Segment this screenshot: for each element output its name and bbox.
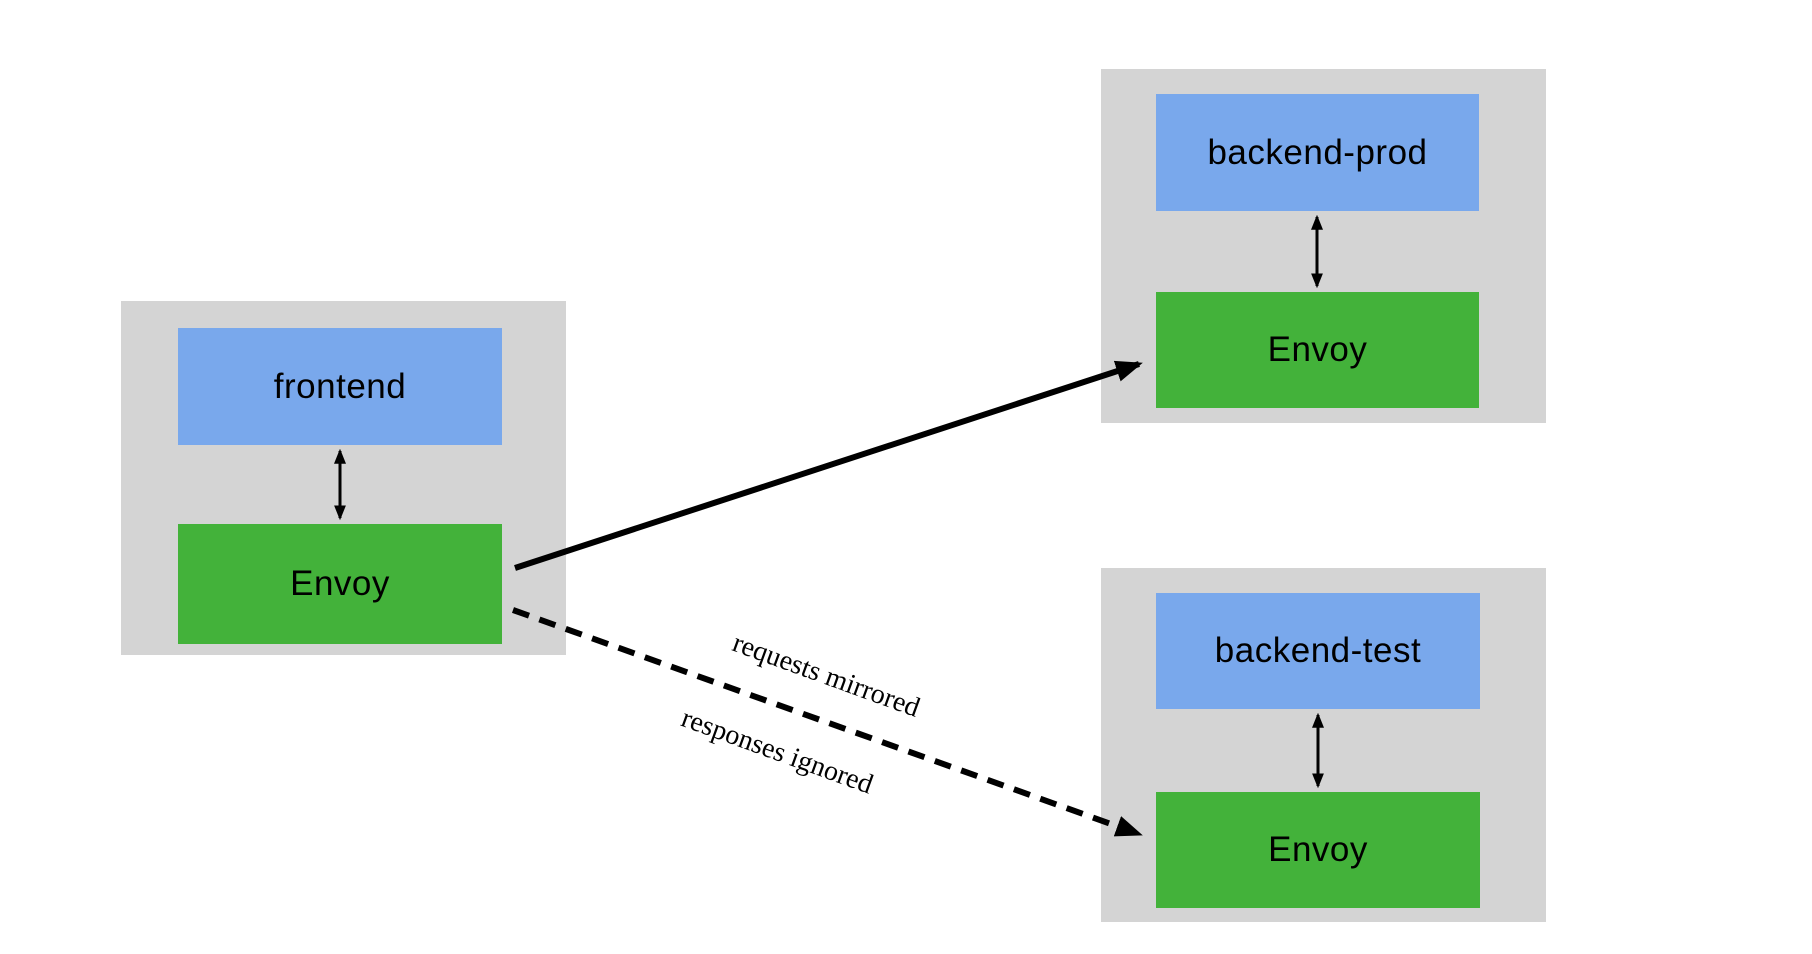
frontend-envoy-box: Envoy bbox=[178, 524, 502, 644]
backend-prod-envoy-box: Envoy bbox=[1156, 292, 1479, 408]
frontend-app-box: frontend bbox=[178, 328, 502, 445]
frontend-envoy-label: Envoy bbox=[290, 564, 390, 603]
backend-test-envoy-label: Envoy bbox=[1268, 830, 1368, 869]
primary-traffic-arrow bbox=[514, 360, 1143, 571]
pod-backend-prod: backend-prod Envoy bbox=[1101, 69, 1546, 423]
backend-test-app-box: backend-test bbox=[1156, 593, 1480, 709]
backend-prod-envoy-label: Envoy bbox=[1267, 330, 1368, 369]
mirror-responses-label: responses ignored bbox=[677, 702, 878, 801]
pod-frontend: frontend Envoy bbox=[121, 301, 566, 655]
backend-test-app-label: backend-test bbox=[1214, 631, 1422, 670]
mirror-traffic-arrow bbox=[511, 607, 1143, 837]
frontend-app-label: frontend bbox=[273, 366, 407, 406]
backend-prod-app-box: backend-prod bbox=[1156, 94, 1479, 211]
mirror-requests-label: requests mirrored bbox=[728, 627, 924, 724]
backend-prod-app-label: backend-prod bbox=[1207, 132, 1428, 172]
backend-test-envoy-box: Envoy bbox=[1156, 792, 1480, 908]
pod-backend-test: backend-test Envoy bbox=[1101, 568, 1546, 922]
